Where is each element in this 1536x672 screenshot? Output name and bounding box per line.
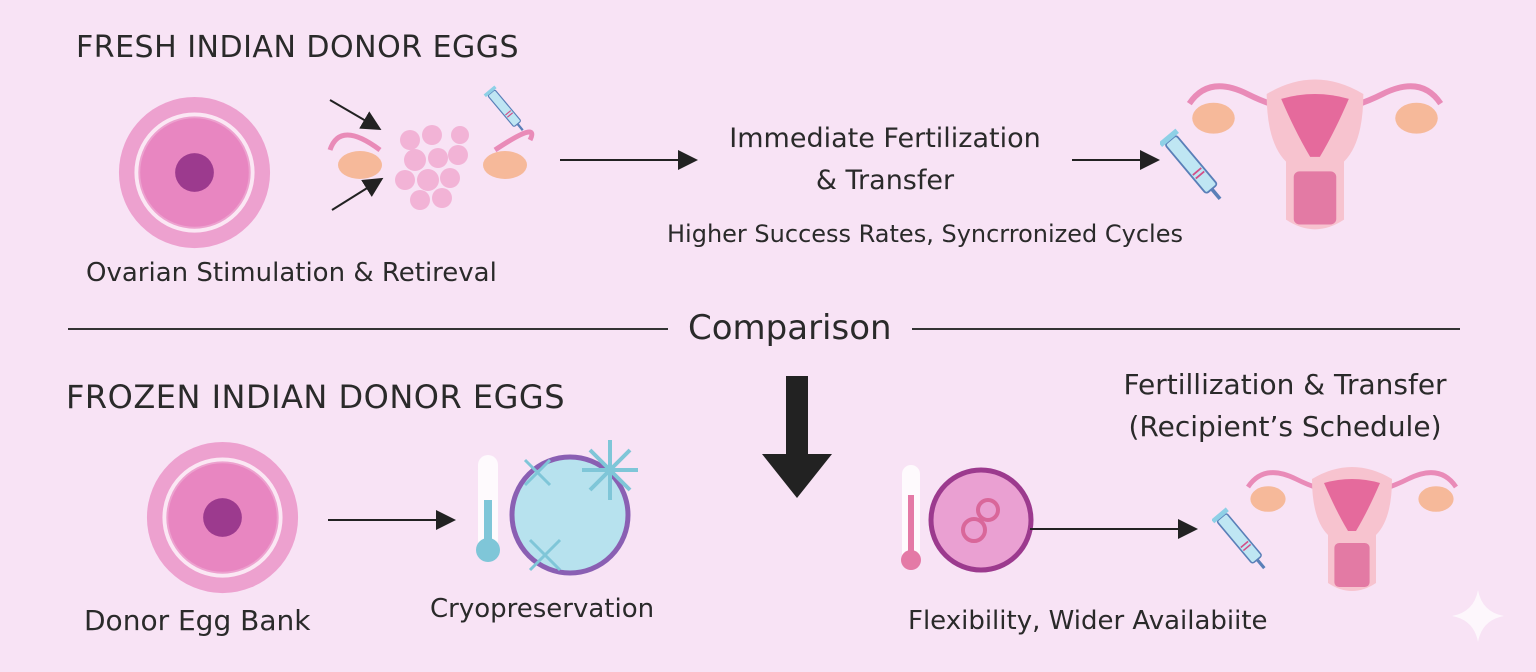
divider-line-left	[68, 328, 668, 330]
arrow-icon	[560, 150, 698, 170]
egg-icon	[145, 440, 300, 595]
comparison-label: Comparison	[688, 308, 892, 348]
syringe-icon	[1160, 127, 1230, 207]
fresh-step1-label: Ovarian Stimulation & Retireval	[86, 258, 497, 288]
thawed-embryo-icon	[901, 465, 1034, 573]
frozen-benefits: Flexibility, Wider Availabiite	[908, 606, 1268, 636]
frozen-step2-label: Cryopreservation	[430, 594, 655, 624]
sparkle-icon	[1452, 590, 1504, 642]
arrow-icon	[1030, 519, 1198, 539]
ovary-retrieval-icon	[327, 84, 535, 211]
frozen-egg-icon	[476, 440, 638, 576]
fresh-step2-line1: Immediate Fertilization	[729, 123, 1041, 154]
frozen-step1-label: Donor Egg Bank	[84, 604, 311, 637]
arrow-icon	[328, 510, 456, 530]
arrow-icon	[1072, 150, 1160, 170]
syringe-icon	[1212, 506, 1273, 576]
fresh-benefits: Higher Success Rates, Syncrronized Cycle…	[667, 220, 1183, 248]
frozen-section-title: FROZEN INDIAN DONOR EGGS	[66, 378, 566, 416]
divider-line-right	[912, 328, 1460, 330]
fresh-step2-line2: & Transfer	[815, 165, 955, 196]
fresh-section-title: FRESH INDIAN DONOR EGGS	[76, 30, 520, 65]
down-arrow-icon	[762, 376, 832, 498]
egg-icon	[117, 95, 272, 250]
frozen-step3-line1: Fertillization & Transfer	[1123, 368, 1447, 401]
frozen-step3-line2: (Recipient’s Schedule)	[1128, 410, 1442, 443]
